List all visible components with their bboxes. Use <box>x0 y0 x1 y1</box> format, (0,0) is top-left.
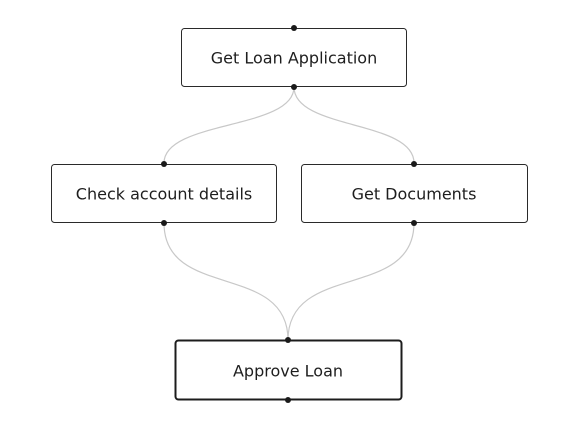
node-label: Get Loan Application <box>211 49 377 68</box>
source-handle[interactable] <box>291 84 297 90</box>
edge-get-loan-application-to-get-documents[interactable] <box>293 86 415 164</box>
target-handle[interactable] <box>411 161 417 167</box>
node-label: Check account details <box>76 185 252 204</box>
node-get-documents[interactable]: Get Documents <box>301 161 528 226</box>
node-label: Get Documents <box>352 185 477 204</box>
target-handle[interactable] <box>285 337 291 343</box>
node-get-loan-application[interactable]: Get Loan Application <box>181 25 407 90</box>
edges <box>163 86 415 341</box>
node-check-account-details[interactable]: Check account details <box>51 161 277 226</box>
edge-check-account-details-to-approve-loan[interactable] <box>163 222 289 341</box>
target-handle[interactable] <box>161 161 167 167</box>
source-handle[interactable] <box>285 397 291 403</box>
node-label: Approve Loan <box>233 362 343 381</box>
edge-get-loan-application-to-check-account-details[interactable] <box>163 86 295 164</box>
target-handle[interactable] <box>291 25 297 31</box>
source-handle[interactable] <box>161 220 167 226</box>
source-handle[interactable] <box>411 220 417 226</box>
node-approve-loan[interactable]: Approve Loan <box>174 337 403 403</box>
edge-get-documents-to-approve-loan[interactable] <box>287 222 415 341</box>
